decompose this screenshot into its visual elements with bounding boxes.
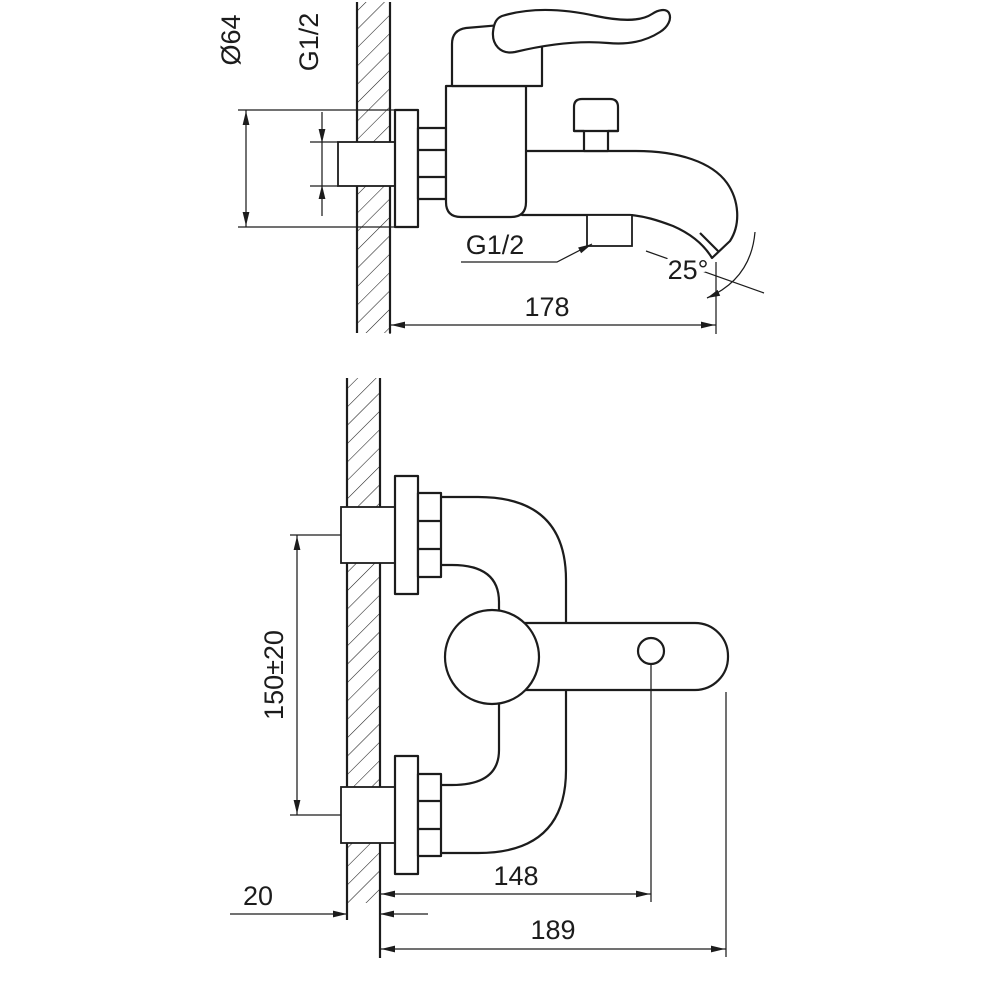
cartridge-housing-front — [443, 608, 541, 706]
upper-elbow-inner — [441, 563, 501, 614]
dimension-overall-width: 189 — [380, 692, 727, 957]
diverter-knob — [572, 97, 620, 153]
shower-outlet-thread-label: G1/2 — [466, 230, 525, 260]
spout-outlet-front — [636, 636, 666, 666]
upper-elbow-outer — [441, 495, 568, 624]
dimension-flange-diameter: Ø64 — [216, 14, 418, 228]
flange-side — [393, 108, 420, 229]
lower-flange — [393, 754, 420, 876]
hex-connector-side — [416, 126, 448, 201]
lower-elbow-inner — [441, 700, 501, 787]
lower-elbow-outer — [441, 690, 568, 855]
wall-thickness-label: 20 — [243, 881, 273, 911]
spout — [520, 149, 739, 260]
wall-thread-label: G1/2 — [294, 13, 324, 72]
callout-shower-outlet-thread: G1/2 — [461, 230, 593, 263]
spout-reach-label: 178 — [524, 292, 569, 322]
handle-lever — [491, 8, 672, 54]
faucet-front-view — [340, 474, 730, 876]
supply-centers-label: 150±20 — [259, 630, 289, 720]
dimension-wall-thickness: 20 — [230, 881, 428, 918]
dimension-supply-centers: 150±20 — [259, 534, 341, 816]
annotation-spout-angle: 25° — [645, 231, 765, 299]
upper-flange — [393, 474, 420, 596]
front-view: 150±20 148 20 189 — [230, 378, 730, 958]
lower-hex-nut — [416, 772, 443, 858]
side-view: Ø64 G1/2 G1/2 25° — [216, 2, 765, 334]
overall-width-label: 189 — [530, 915, 575, 945]
dimension-wall-thread: G1/2 — [294, 13, 338, 216]
shower-outlet-thread — [586, 214, 633, 247]
dimension-spout-reach: 178 — [389, 233, 717, 334]
upper-hex-nut — [416, 491, 443, 579]
wall-section-front — [345, 378, 382, 958]
dimension-outlet-offset: 148 — [380, 664, 652, 902]
aerator-face-line — [699, 232, 719, 252]
outlet-offset-label: 148 — [493, 861, 538, 891]
mixer-body-side — [444, 84, 528, 219]
faucet-side-view — [337, 8, 739, 260]
flange-diameter-label: Ø64 — [216, 14, 246, 65]
spout-angle-label: 25° — [668, 255, 709, 285]
